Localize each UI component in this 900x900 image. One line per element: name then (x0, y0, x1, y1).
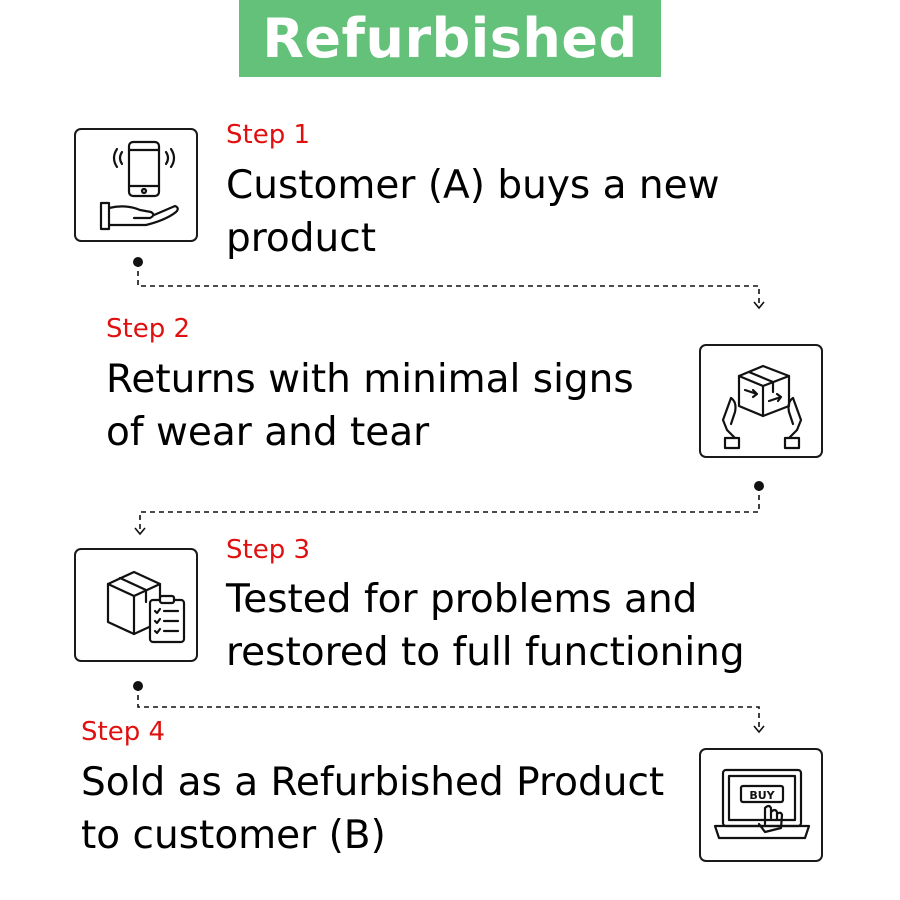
step-2-icon-box (699, 344, 823, 458)
title-banner: Refurbished (239, 0, 661, 77)
connector-dot-3 (133, 681, 143, 691)
connector-1-2 (137, 262, 760, 304)
step-1-line-1: Customer (A) buys a new (226, 163, 720, 208)
step-2-line-1: Returns with minimal signs (106, 357, 634, 402)
step-4-line-2: to customer (B) (81, 813, 386, 858)
connector-dot-1 (133, 257, 143, 267)
arrow-head-1 (753, 301, 765, 310)
connector-3-4 (137, 686, 760, 728)
step-3-label: Step 3 (226, 535, 311, 565)
buy-text: BUY (749, 789, 775, 802)
step-4-line-1: Sold as a Refurbished Product (81, 760, 665, 805)
step-3-line-1: Tested for problems and (226, 577, 698, 622)
step-1-line-2: product (226, 216, 377, 261)
step-4-text: Sold as a Refurbished Product to custome… (81, 756, 664, 862)
step-4-icon-box: BUY (699, 748, 823, 862)
step-2-label: Step 2 (106, 314, 191, 344)
box-in-hands-icon (721, 364, 803, 450)
page-title: Refurbished (262, 7, 638, 70)
arrow-head-3 (753, 725, 765, 734)
step-4-label: Step 4 (81, 717, 166, 747)
step-2-text: Returns with minimal signs of wear and t… (106, 353, 634, 459)
box-checklist-icon (106, 570, 186, 644)
step-1-icon-box (74, 128, 198, 242)
connector-2-3 (139, 486, 760, 530)
step-2-line-2: of wear and tear (106, 410, 430, 455)
step-1-text: Customer (A) buys a new product (226, 159, 720, 265)
connector-dot-2 (754, 481, 764, 491)
phone-in-hand-icon (99, 140, 179, 231)
step-3-line-2: restored to full functioning (226, 630, 745, 675)
laptop-buy-icon: BUY (713, 768, 811, 840)
step-1-label: Step 1 (226, 120, 311, 150)
arrow-head-2 (134, 527, 146, 536)
step-3-text: Tested for problems and restored to full… (226, 573, 745, 679)
step-3-icon-box (74, 548, 198, 662)
